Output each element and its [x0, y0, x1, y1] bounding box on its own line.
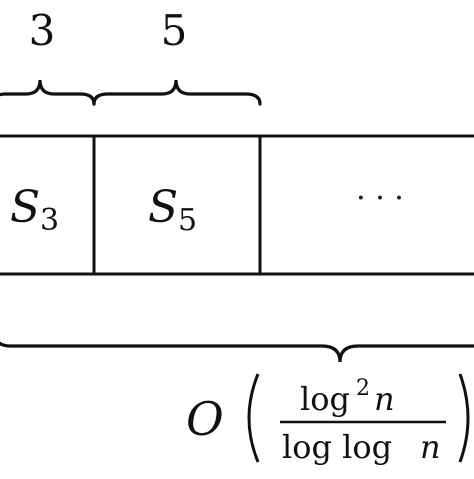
right-paren: [458, 373, 470, 463]
cell-s3: S 3: [10, 182, 59, 238]
cell-s3-base: S: [10, 182, 40, 233]
brace-label-5: 5: [161, 6, 188, 55]
numerator-log: log: [300, 380, 350, 418]
left-paren: [247, 373, 260, 463]
cell-s5: S 5: [148, 182, 197, 238]
top-brace-5: [92, 79, 262, 106]
numerator-var: n: [374, 380, 395, 418]
bottom-brace: [0, 341, 474, 363]
top-brace-3: [0, 79, 96, 106]
denominator-var: n: [420, 428, 441, 466]
denominator-log: log log: [282, 428, 392, 466]
cell-s3-subscript: 3: [40, 203, 59, 238]
complexity-label: O log 2 n log log n: [186, 373, 470, 466]
brace-label-3: 3: [29, 6, 56, 55]
cell-s5-subscript: 5: [178, 203, 197, 238]
cell-ellipsis: · · ·: [356, 181, 404, 216]
cell-s5-base: S: [148, 182, 178, 233]
numerator-exponent: 2: [356, 376, 370, 401]
big-o: O: [186, 392, 224, 446]
